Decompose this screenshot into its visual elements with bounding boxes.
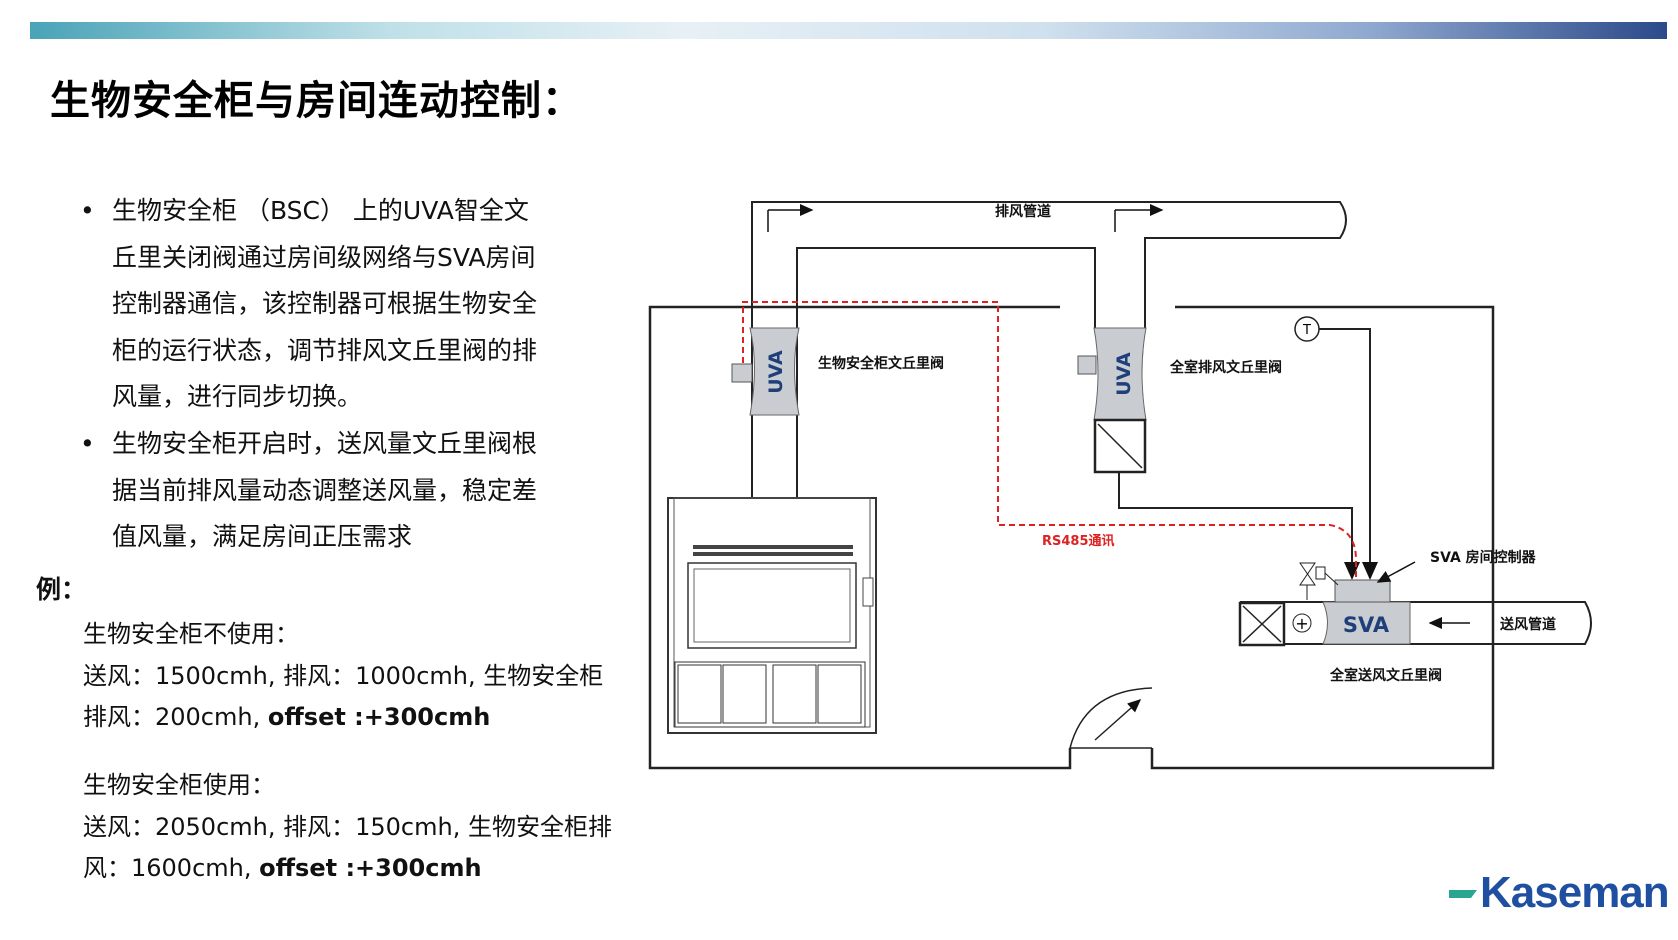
page-title: 生物安全柜与房间连动控制： — [50, 78, 583, 124]
sva-controller-box — [1334, 579, 1391, 603]
plus-sign-label: + — [1295, 614, 1308, 633]
example-2-values: 送风：2050cmh, 排风：150cmh, 生物安全柜排风：1600cmh, — [83, 813, 612, 882]
plus-sign — [1292, 613, 1312, 633]
room-outline — [648, 305, 1495, 770]
kaseman-logo: Kaseman — [1480, 868, 1670, 917]
sensor-wire — [1319, 328, 1378, 580]
biosafety-cabinet — [667, 497, 877, 734]
room-uva-label: UVA — [1113, 352, 1135, 396]
room-valve-actuator — [1077, 355, 1097, 375]
temperature-sensor-label: T — [1302, 323, 1311, 338]
sva-controller-label: SVA 房间控制器 — [1430, 549, 1537, 566]
example-2-title: 生物安全柜使用： — [83, 771, 275, 799]
bsc-uva-label: UVA — [765, 350, 787, 394]
sva-valve — [1322, 601, 1411, 645]
example-2-body: 送风：2050cmh, 排风：150cmh, 生物安全柜排风：1600cmh, … — [83, 807, 623, 889]
door-arrow — [1094, 699, 1142, 741]
bullet-text: 生物安全柜 （BSC） 上的UVA智全文丘里关闭阀通过房间级网络与SVA房间控制… — [112, 196, 538, 411]
kaseman-logo-mark — [1449, 890, 1477, 898]
sva-label: SVA — [1343, 613, 1390, 637]
bullet-item: • 生物安全柜 （BSC） 上的UVA智全文丘里关闭阀通过房间级网络与SVA房间… — [80, 188, 542, 421]
door-swing — [1069, 687, 1153, 749]
top-gradient-bar — [30, 22, 1667, 39]
pressure-valve — [1299, 562, 1316, 586]
exhaust-wire — [1118, 472, 1360, 580]
exhaust-duct — [751, 201, 1347, 498]
example-1-values: 送风：1500cmh, 排风：1000cmh, 生物安全柜排风：200cmh, — [83, 662, 604, 731]
bullet-dot: • — [80, 429, 95, 458]
supply-duct — [1240, 601, 1592, 645]
bullet-text: 生物安全柜开启时，送风量文丘里阀根据当前排风量动态调整送风量，稳定差值风量，满足… — [112, 429, 538, 551]
pressure-valve-box — [1315, 566, 1326, 580]
example-1-body: 送风：1500cmh, 排风：1000cmh, 生物安全柜排风：200cmh, … — [83, 656, 623, 738]
exhaust-duct-label: 排风管道 — [995, 203, 1051, 220]
room-exhaust-valve-label: 全室排风文丘里阀 — [1169, 359, 1282, 376]
bsc-valve-actuator — [731, 363, 753, 383]
bullet-item: • 生物安全柜开启时，送风量文丘里阀根据当前排风量动态调整送风量，稳定差值风量，… — [80, 421, 542, 561]
example-label: 例： — [36, 575, 87, 604]
supply-duct-label: 送风管道 — [1499, 616, 1556, 633]
bsc-uva-valve — [749, 327, 800, 416]
rs485-label: RS485通讯 — [1042, 533, 1115, 549]
airflow-diagram: 排风管道 UVA 生物安全柜文丘里阀 UVA 全室排风文丘里阀 T RS485通… — [648, 201, 1592, 770]
controller-arrow — [1376, 561, 1416, 583]
bullet-dot: • — [80, 196, 95, 225]
rs485-wire — [742, 301, 1357, 580]
room-supply-valve-label: 全室送风文丘里阀 — [1329, 667, 1442, 684]
supply-damper-line — [1242, 605, 1282, 643]
example-1-offset: offset :+300cmh — [267, 703, 491, 731]
pressure-valve-link — [1324, 572, 1339, 586]
room-exhaust-damper-line — [1097, 423, 1143, 469]
bsc-valve-label: 生物安全柜文丘里阀 — [818, 355, 944, 372]
cabinet-grille — [693, 545, 853, 556]
example-2-offset: offset :+300cmh — [259, 854, 482, 882]
example-1-title: 生物安全柜不使用： — [83, 620, 299, 648]
